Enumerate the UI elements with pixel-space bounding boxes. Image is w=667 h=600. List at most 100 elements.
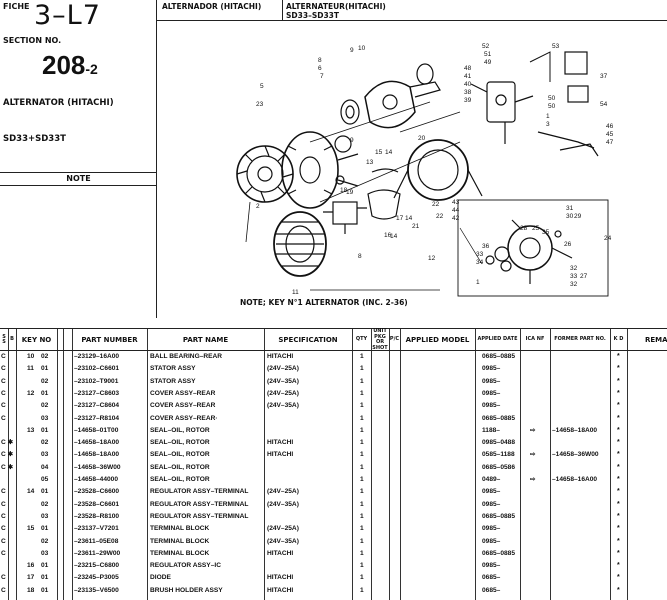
svg-text:50: 50 bbox=[548, 95, 556, 102]
cell-name: REGULATOR ASSY–TERMINAL bbox=[150, 488, 249, 496]
header-key-no: KEY NO bbox=[21, 335, 52, 344]
cell-sub: 01 bbox=[41, 426, 49, 434]
svg-text:52: 52 bbox=[482, 43, 490, 50]
cell-date: 0985– bbox=[482, 500, 501, 508]
cell-name: TERMINAL BLOCK bbox=[150, 525, 210, 533]
cell-c1: C ✱ bbox=[1, 451, 14, 459]
rotor-hub-part bbox=[364, 80, 441, 129]
cell-sub: 05 bbox=[41, 476, 49, 483]
cell-qty: 1 bbox=[360, 562, 364, 570]
cell-qty: 1 bbox=[360, 488, 364, 496]
cell-qty: 1 bbox=[360, 439, 364, 447]
cell-sub: 03 bbox=[41, 451, 49, 459]
cell-c1: C bbox=[1, 586, 6, 594]
header-applied-date: APPLIED DATE bbox=[477, 336, 518, 343]
kd-mark: * bbox=[617, 586, 620, 594]
kd-mark: * bbox=[617, 549, 620, 557]
cell-part: –23528–R8100 bbox=[74, 512, 120, 520]
terminal-block-part bbox=[367, 189, 401, 220]
svg-text:39: 39 bbox=[464, 97, 472, 104]
cell-part: –23215–C6800 bbox=[74, 562, 120, 570]
cell-c1: C bbox=[1, 389, 6, 397]
cell-date: 0985– bbox=[482, 562, 501, 570]
svg-text:12: 12 bbox=[428, 255, 436, 262]
cell-qty: 1 bbox=[360, 389, 364, 397]
cell-date: 1188– bbox=[482, 426, 500, 434]
svg-text:28: 28 bbox=[520, 225, 528, 232]
cell-date: 0985– bbox=[482, 365, 501, 373]
cell-name: TERMINAL BLOCK bbox=[150, 537, 210, 545]
svg-text:8: 8 bbox=[318, 57, 322, 64]
header-former: FORMER PART NO. bbox=[554, 336, 606, 343]
sensor-part-37 bbox=[564, 51, 588, 75]
cell-sub: 01 bbox=[41, 562, 49, 570]
svg-text:33: 33 bbox=[570, 273, 578, 280]
svg-text:6: 6 bbox=[318, 65, 322, 72]
cell-arrow: ⇨ bbox=[530, 476, 536, 483]
cell-spec: HITACHI bbox=[267, 353, 294, 360]
cell-date: 0685–0885 bbox=[482, 512, 516, 520]
svg-text:53: 53 bbox=[552, 43, 560, 50]
cell-key: 16 bbox=[27, 562, 35, 570]
stator-part bbox=[273, 211, 327, 277]
cell-spec: (24V–25A) bbox=[267, 389, 299, 397]
svg-text:23: 23 bbox=[256, 101, 264, 108]
cell-former: –14658–16A00 bbox=[552, 476, 598, 483]
cell-key: 14 bbox=[27, 488, 35, 496]
svg-text:45: 45 bbox=[606, 131, 614, 138]
cell-part: –23127–C8604 bbox=[74, 402, 120, 410]
cell-name: DIODE bbox=[150, 574, 171, 582]
svg-text:35: 35 bbox=[542, 229, 550, 236]
cell-spec: (24V–25A) bbox=[267, 525, 299, 533]
cell-sub: 01 bbox=[41, 525, 49, 533]
cell-sub: 02 bbox=[41, 402, 49, 410]
cell-sub: 02 bbox=[41, 537, 49, 545]
kd-mark: * bbox=[617, 525, 620, 533]
cell-name: SEAL–OIL, ROTOR bbox=[150, 463, 210, 471]
cell-qty: 1 bbox=[360, 574, 364, 582]
cell-sub: 02 bbox=[41, 353, 49, 360]
cell-part: –23137–V7201 bbox=[74, 525, 119, 533]
cell-name: SEAL–OIL, ROTOR bbox=[150, 451, 210, 459]
cell-name: BALL BEARING–REAR bbox=[150, 353, 223, 360]
cell-c1: C bbox=[1, 500, 6, 508]
svg-text:32: 32 bbox=[570, 265, 578, 272]
cell-spec: HITACHI bbox=[267, 586, 294, 594]
cell-qty: 1 bbox=[360, 500, 364, 508]
fiche-label: FICHE bbox=[3, 2, 30, 11]
cell-c1: C bbox=[1, 549, 6, 557]
cell-name: STATOR ASSY bbox=[150, 377, 196, 385]
svg-text:40: 40 bbox=[464, 81, 472, 88]
svg-text:27: 27 bbox=[580, 273, 588, 280]
cell-part: –14658–18A00 bbox=[74, 439, 120, 447]
header-remarks: REMA bbox=[645, 335, 667, 344]
header-ica: ICA NF bbox=[525, 336, 545, 343]
section-model: SD33+SD33T bbox=[3, 134, 66, 144]
svg-text:30: 30 bbox=[566, 213, 574, 220]
cell-key: 11 bbox=[27, 365, 34, 373]
svg-text:7: 7 bbox=[320, 73, 324, 80]
section-info-panel: FICHE 3–L7 SECTION NO. 208-2 ALTERNATOR … bbox=[0, 0, 157, 318]
cell-qty: 1 bbox=[360, 353, 364, 360]
cell-spec: HITACHI bbox=[267, 574, 294, 582]
section-number-sub: -2 bbox=[85, 61, 98, 77]
cell-date: 0685–0586 bbox=[482, 463, 516, 471]
cell-sub: 01 bbox=[41, 574, 49, 582]
cell-part: –23611–29W00 bbox=[74, 549, 121, 557]
regulator-part bbox=[323, 201, 367, 234]
cell-date: 0685–0885 bbox=[482, 353, 516, 360]
cell-sub: 01 bbox=[41, 488, 49, 496]
cell-spec: HITACHI bbox=[267, 549, 294, 557]
cell-date: 0685–0885 bbox=[482, 414, 516, 422]
cell-name: REGULATOR ASSY–TERMINAL bbox=[150, 512, 249, 520]
